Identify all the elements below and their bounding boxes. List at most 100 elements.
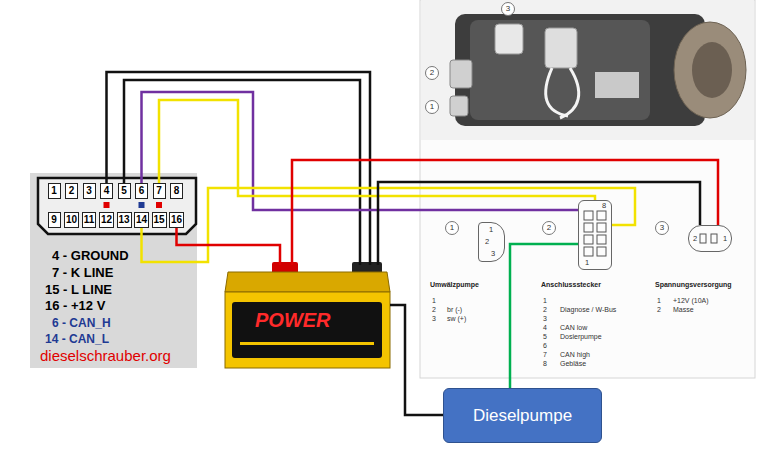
table-cell: +12V (10A) [673,296,709,305]
wire [378,182,700,265]
pin-number: 3 [86,185,92,197]
heater-housing [455,14,705,126]
table-cell: 2 [543,305,547,314]
text-slot: CAN low [560,323,587,332]
table-heading: Umwälzpumpe [430,280,479,289]
plug-connector [450,60,472,88]
table-cell: Dosierpumpe [560,332,602,341]
text-slot: br (-) [447,305,462,314]
pin-box: 3 [83,183,96,199]
wire [142,188,636,262]
wire [390,305,443,415]
text-slot: Anschlussstecker [541,280,601,289]
pin-box: 16 [169,212,184,228]
cable-loop [546,68,579,118]
text-slot: 5 [543,332,547,341]
callout-number: 2 [547,223,551,232]
text-slot: 4 [543,323,547,332]
pin-box: 11 [82,212,96,228]
table-cell: Diagnose / W-Bus [560,305,616,314]
pin-number: 3 [491,250,495,259]
plug-main [545,28,577,68]
table-cell: 1 [543,296,547,305]
pin-number: 6 [139,185,145,197]
text-slot: dieselschrauber.org [40,347,171,364]
connector-pin [700,234,706,243]
callout-number: 2 [430,68,434,77]
table-cell: 1 [657,296,661,305]
text-slot: 15 - L LINE [45,283,112,298]
text-slot: 6 [543,341,547,350]
text-slot: 6 - CAN_H [52,317,111,331]
text-slot: POWER [255,309,331,332]
pin-box: 8 [170,183,183,199]
pin-number: 5 [121,185,127,197]
obd-panel-ground [30,173,197,368]
callout-number: 3 [660,223,664,232]
pin-marker [156,202,162,208]
pin-box: 13 [117,212,132,228]
text-slot: Gebläse [560,359,586,368]
pin-number: 1 [489,226,493,235]
pin-number: 1 [51,185,57,197]
plug-supply [495,24,523,54]
table-cell: 3 [432,314,436,323]
text-slot: 1 [585,259,589,268]
text-slot: Umwälzpumpe [430,280,479,289]
pin-box: 1 [48,183,61,199]
text-slot: 3 [543,314,547,323]
table-cell: br (-) [447,305,462,314]
pin-legend: 16 - +12 V [45,299,105,314]
connector-pin [584,247,593,256]
photo-ground [421,0,754,140]
connector-pin [711,234,717,243]
pin-number: 14 [136,214,147,226]
text-slot: 3 [491,250,495,259]
connector-pin [597,223,606,232]
pin-box: 12 [99,212,114,228]
callout-circle: 1 [445,221,459,235]
text-slot: 1 [723,235,727,244]
pump-name: Dieselpumpe [473,406,572,426]
text-slot: Masse [673,305,694,314]
pin-number: 1 [723,235,727,244]
table-heading: Spannungsversorgung [655,280,732,289]
obd-connector-outline [38,178,196,234]
text-slot: +12V (10A) [673,296,709,305]
pin-box: 5 [118,183,131,199]
text-slot: 2 [432,305,436,314]
pin-number: 9 [51,214,57,226]
pin-number: 4 [104,185,110,197]
text-slot: sw (+) [447,314,466,323]
table-cell: 3 [543,314,547,323]
pin-legend: 14 - CAN_L [45,333,109,347]
heater-cover [470,20,650,120]
pin-box: 14 [134,212,149,228]
pin-legend: 6 - CAN_H [52,317,111,331]
battery-body [225,292,390,368]
connector-face: 123 [478,222,505,262]
plug-pump [450,96,468,116]
table-cell: 2 [657,305,661,314]
pin-legend: 4 - GROUND [52,249,129,264]
text-slot: 4 - GROUND [52,249,129,264]
pin-legend: 7 - K LINE [52,266,113,281]
pin-legend: dieselschrauber.org [40,347,171,364]
pump-box: Dieselpumpe [443,388,602,443]
connector-pin [584,223,593,232]
table-cell: Masse [673,305,694,314]
wire [292,160,718,265]
connector-pin [597,247,606,256]
text-slot: 16 - +12 V [45,299,105,314]
text-slot: Spannungsversorgung [655,280,732,289]
connector-pin [584,211,593,220]
callout-number: 3 [506,4,510,13]
text-slot: Diagnose / W-Bus [560,305,616,314]
text-slot: 8 [602,202,606,211]
text-slot: CAN high [560,350,590,359]
pin-number: 7 [156,185,162,197]
connector-pin [597,235,606,244]
text-slot: 1 [543,296,547,305]
text-slot: 2 [693,235,697,244]
